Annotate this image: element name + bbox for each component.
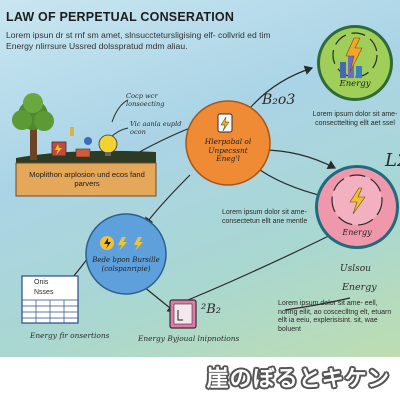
note1-leader [111,99,129,123]
grid-panel [21,275,79,324]
scene-note-1: Cocp wcr lonsoecting [126,92,165,108]
right-tag: L2 [385,150,400,171]
device-caption: Energy Byjoual lnipnotions [138,334,240,343]
device-tag: ²B₂ [201,302,221,317]
right-circle-label: Energy [342,228,372,237]
ground-label: Moplithon arplosion und ecos fand parver… [29,170,145,189]
energy-cycle-right [315,165,399,249]
right-caption-above: Lorem ipsum dolor sit ame- consectetun e… [222,209,308,225]
energy-core-center [185,100,271,186]
grid-caption: Energy fir onsertions [30,331,110,340]
footer-band [0,357,400,400]
arrow-center-to-topright [249,65,314,109]
grid-text-1: Onis [34,279,49,286]
right-sub2: Energy [342,282,377,293]
line-device-to-pink [187,227,346,301]
center-circle-label: Hlerpabal ol Unpecssnt Eneg'l [204,137,252,164]
landscape-illustration [12,93,157,197]
scene-note-2: Vic aanla eupld ocon [130,120,182,136]
arrow-center-to-right [261,149,337,169]
blue-circle-label: Bede bpon Bursille (colspanripie) [92,256,160,273]
watermark: 崖のぼるとキケン [206,366,390,391]
top-right-caption: Lorem ipsum dolor sit ame- consectteltin… [312,111,398,127]
device-panel [169,299,197,329]
energy-cycle-top-right [317,25,393,101]
intro-text: Lorem ipsun dr st rnf sm amet, slnsuccte… [6,30,271,51]
grid-text-2: Nsses [34,289,54,296]
right-caption-below: Lorem ipsum dolor sit ame- eell, nonng e… [278,300,392,333]
line-bottom-right [284,297,351,311]
page-title: LAW OF PERPETUAL CONSERATION [6,10,235,24]
top-right-circle-label: Energy [339,79,371,89]
energy-pool-blue [85,213,167,295]
right-sub1: Uslsou [340,264,371,274]
center-tag: B₂o3 [262,92,296,108]
